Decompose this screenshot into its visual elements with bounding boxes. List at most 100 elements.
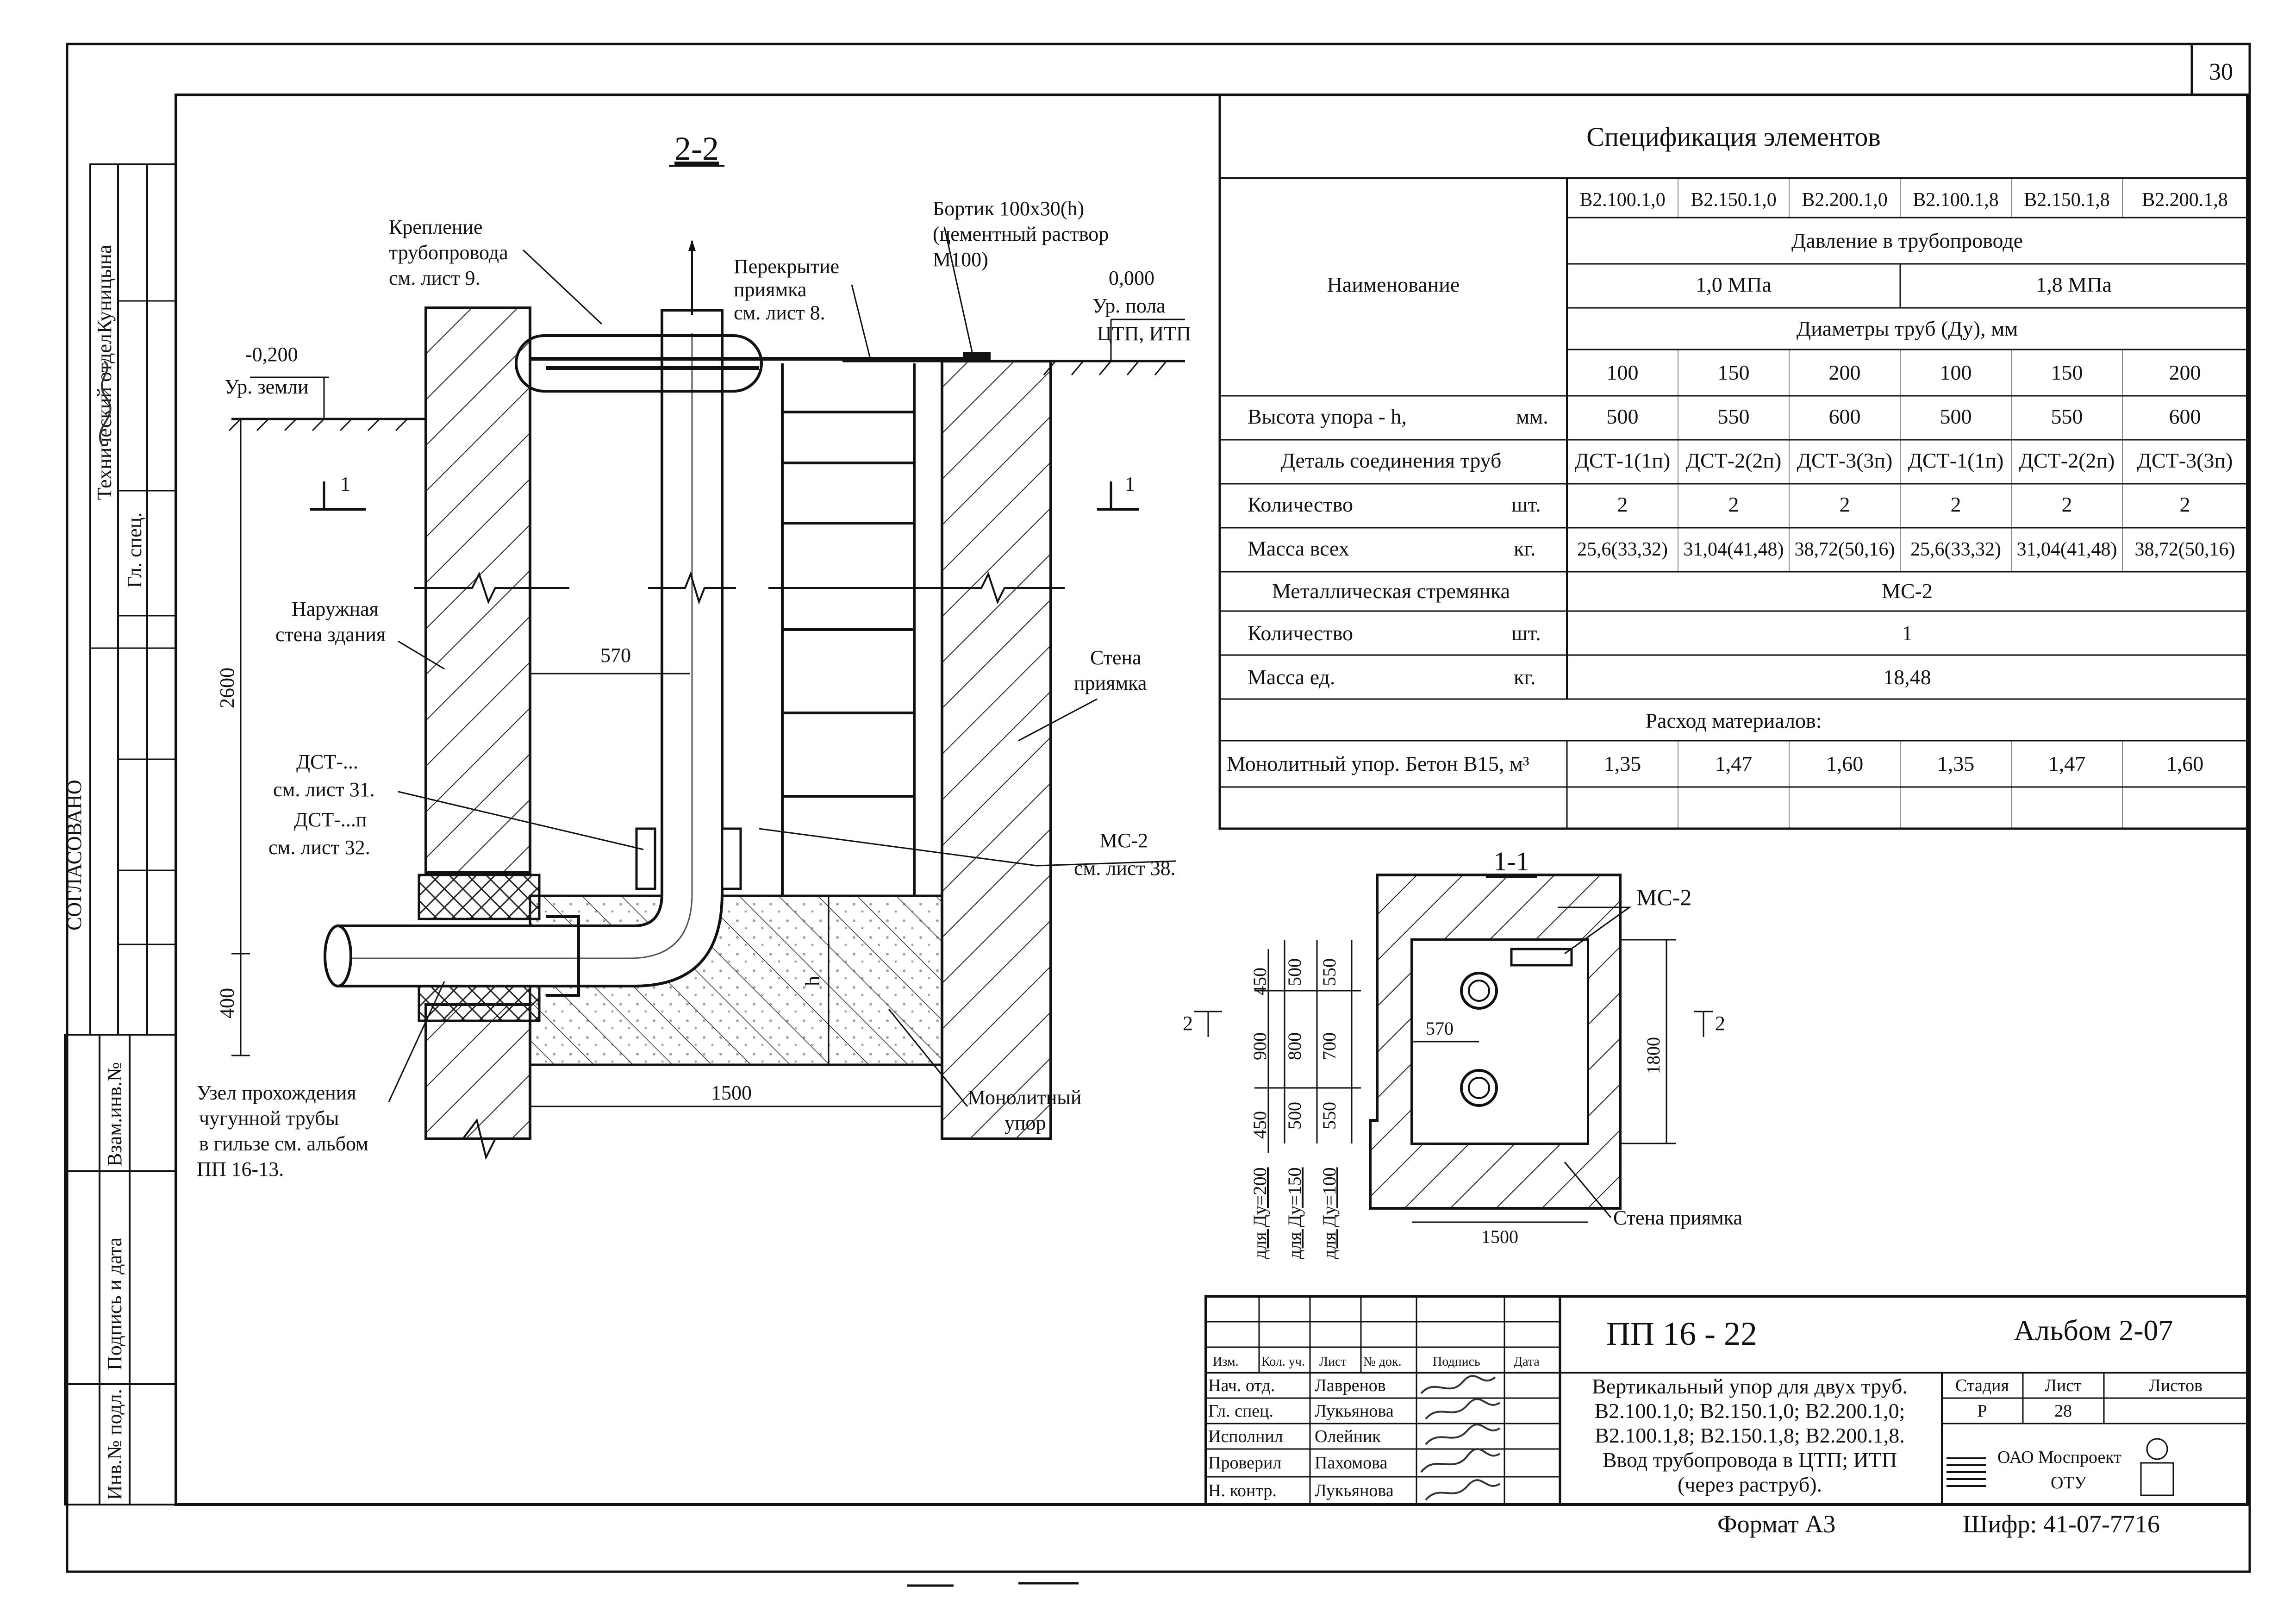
label-ms2-plan: МС-2 [1636, 884, 1691, 910]
section-2-2-title: 2-2 [674, 130, 719, 167]
sheet-number: 30 [2209, 59, 2233, 85]
spec-row-mass-v2: 38,72(50,16) [1795, 539, 1895, 560]
label-outer-wall-1: Наружная [292, 598, 379, 620]
spec-row-qty-v1: 2 [1728, 493, 1739, 516]
spec-col-4: В2.150.1,8 [2024, 189, 2110, 211]
section-1-1-title: 1-1 [1493, 846, 1529, 876]
tb-desc-4: (через раструб). [1678, 1473, 1822, 1496]
tb-sheet-label: Лист [2045, 1376, 2082, 1395]
dim-1800: 1800 [1643, 1037, 1664, 1074]
dim-550a: 550 [1319, 958, 1340, 986]
stamp-tech-dept: Технический отдел [93, 334, 116, 500]
stamp-inv-orig: Инв.№ подл. [103, 1389, 126, 1500]
label-monolith-1: Монолитный [967, 1086, 1081, 1109]
section-mark-right-label: 1 [1125, 473, 1135, 495]
tb-signatures [1420, 1375, 1501, 1501]
pipe-bell [546, 915, 580, 997]
stamp-agreed: СОГЛАСОВАНО [63, 780, 86, 931]
section-1-1-dims [1194, 906, 1713, 1223]
tb-hdr-2: Лист [1319, 1355, 1347, 1369]
label-node-2: чугунной трубы [199, 1107, 339, 1130]
dim-570: 570 [600, 644, 631, 667]
spec-table-grid [1218, 94, 2249, 830]
label-dn200: для Ду=200 [1249, 1167, 1270, 1259]
label-node-4: ПП 16-13. [197, 1158, 284, 1181]
dim-500b: 500 [1284, 1102, 1305, 1130]
tb-hdr-0: Изм. [1213, 1355, 1239, 1369]
stamp-sign-date: Подпись и дата [103, 1237, 126, 1370]
label-node-3: в гильзе см. альбом [199, 1132, 368, 1155]
dst-bolt-right [721, 827, 742, 890]
dim-450a: 450 [1249, 968, 1270, 995]
spec-concrete-v0: 1,35 [1604, 752, 1641, 775]
spec-col-1: В2.150.1,0 [1691, 189, 1777, 211]
pipe-plan-top [1460, 972, 1498, 1010]
tb-role-1: Гл. спец. [1208, 1401, 1273, 1421]
break-line-bottom [462, 1118, 496, 1160]
label-pipe-fixing-3: см. лист 9. [389, 267, 480, 289]
cement-border [963, 352, 991, 362]
tb-hdr-3: № док. [1363, 1355, 1402, 1369]
label-ground-level: Ур. земли [225, 375, 309, 398]
leader-lines [250, 226, 1185, 1107]
spec-col-2: В2.200.1,0 [1802, 189, 1888, 211]
spec-pressure-1: 1,0 МПа [1696, 273, 1772, 296]
section-mark-2-right: 2 [1715, 1012, 1725, 1035]
spec-col-3: В2.100.1,8 [1913, 189, 1999, 211]
tb-name-3: Пахомова [1315, 1453, 1388, 1473]
label-pipe-fixing-2: трубопровода [389, 241, 508, 264]
label-dn150: для Ду=150 [1284, 1167, 1305, 1259]
spec-row-detail-v0: ДСТ-1(1п) [1575, 449, 1671, 472]
label-border-1: Бортик 100х30(h) [933, 197, 1084, 220]
spec-row-detail-v1: ДСТ-2(2п) [1686, 449, 1782, 472]
tb-company-2: ОТУ [2051, 1473, 2087, 1493]
label-floor-value: 0,000 [1109, 267, 1154, 289]
spec-row-height-label: Высота упора - h, [1248, 405, 1407, 428]
award-badge [2140, 1438, 2174, 1496]
tb-hdr-4: Подпись [1433, 1355, 1480, 1369]
spec-diam-1: 150 [1718, 361, 1750, 384]
company-logo [1947, 1457, 1986, 1487]
dim-450b: 450 [1249, 1111, 1270, 1139]
spec-row-detail-v3: ДСТ-1(1п) [1908, 449, 2004, 472]
dim-400: 400 [216, 988, 238, 1018]
spec-row-height-unit: мм. [1516, 405, 1548, 428]
spec-row-detail-v2: ДСТ-3(3п) [1797, 449, 1893, 472]
tb-hdr-5: Дата [1514, 1355, 1540, 1369]
sleeve-insulation-top [418, 874, 541, 920]
tb-desc-1: В2.100.1,0; В2.150.1,0; В2.200.1,0; [1595, 1399, 1905, 1423]
label-node-1: Узел прохождения [197, 1081, 356, 1104]
break-line-right [928, 571, 1065, 605]
spec-row-mass-v4: 31,04(41,48) [2017, 539, 2117, 560]
tb-hdr-1: Кол. уч. [1261, 1355, 1305, 1369]
tb-album: Альбом 2-07 [2014, 1314, 2173, 1347]
spec-row-height-v0: 500 [1607, 405, 1639, 428]
spec-concrete-v2: 1,60 [1826, 752, 1864, 775]
spec-pressure-2: 1,8 МПа [2036, 273, 2112, 296]
spec-col-5: В2.200.1,8 [2142, 189, 2228, 211]
label-border-2: (цементный раствор [933, 223, 1109, 245]
pipe-outline [337, 309, 724, 987]
label-pit-wall-2: приямка [1074, 672, 1147, 694]
dim-2600: 2600 [216, 668, 238, 708]
ground-hatch [228, 418, 408, 431]
spec-row-height-v3: 500 [1940, 405, 1972, 428]
stamp-inv-replace: Взам.инв.№ [103, 1062, 126, 1167]
pipe-plan-top-inner [1468, 980, 1490, 1002]
outer-wall-left-lower [424, 1003, 531, 1140]
spec-concrete-v4: 1,47 [2048, 752, 2086, 775]
dim-700: 700 [1319, 1032, 1340, 1060]
tb-stage-value: Р [1977, 1401, 1987, 1421]
ladder-ms2 [768, 363, 930, 896]
label-floor-2: ЦТП, ИТП [1097, 322, 1191, 345]
label-border-3: М100) [933, 248, 988, 271]
pipe-inner-line [352, 333, 693, 959]
dim-800: 800 [1284, 1032, 1305, 1060]
tb-name-2: Олейник [1315, 1427, 1381, 1446]
dst-bolt-left [635, 827, 656, 890]
label-dst-4: см. лист 32. [268, 836, 370, 859]
stamp-signature [99, 360, 112, 445]
dim-500a: 500 [1284, 958, 1305, 986]
spec-concrete-v1: 1,47 [1715, 752, 1753, 775]
spec-diam-0: 100 [1607, 361, 1639, 384]
